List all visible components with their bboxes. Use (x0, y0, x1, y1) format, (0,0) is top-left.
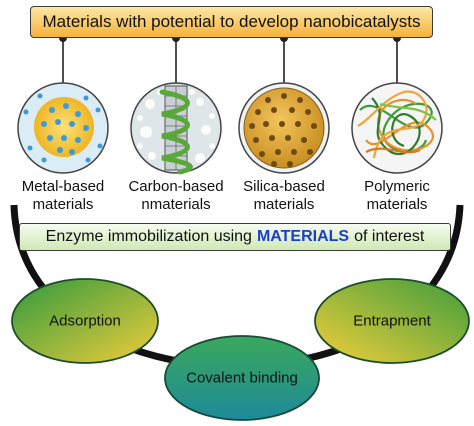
material-label-silica: Silica-based materials (228, 178, 340, 214)
material-label-metal: Metal-based materials (7, 178, 119, 214)
silica-sphere-icon (238, 82, 330, 174)
title-box: Materials with potential to develop nano… (30, 6, 433, 38)
banner-text-after: of interest (354, 228, 425, 245)
carbon-nanotube-icon (130, 82, 222, 175)
covalent-ellipse (164, 335, 320, 421)
material-label-line1: Polymeric (364, 178, 430, 195)
method-entrapment-label: Entrapment (353, 312, 431, 330)
connector-lines (62, 38, 398, 88)
banner-highlight: MATERIALS (256, 228, 350, 245)
material-label-line1: Silica-based (243, 178, 325, 195)
adsorption-ellipse (11, 278, 159, 364)
material-label-line2: materials (366, 196, 428, 213)
material-label-line2: materials (32, 196, 94, 213)
entrapment-ellipse (314, 278, 470, 364)
material-label-line2: nmaterials (141, 196, 211, 213)
material-label-carbon: Carbon-based nmaterials (120, 178, 232, 214)
metal-nanoparticle-icon (17, 82, 109, 174)
method-covalent-label: Covalent binding (186, 369, 298, 387)
banner-text-before: Enzyme immobilization using (45, 228, 252, 245)
polymer-network-icon (351, 82, 443, 174)
material-label-line1: Carbon-based (128, 178, 224, 195)
immobilization-banner: Enzyme immobilization using MATERIALS of… (19, 223, 451, 251)
material-label-polymer: Polymeric materials (341, 178, 453, 214)
material-label-line2: materials (253, 196, 315, 213)
title-text: Materials with potential to develop nano… (42, 12, 421, 31)
material-label-line1: Metal-based (21, 178, 105, 195)
method-adsorption-label: Adsorption (49, 312, 121, 330)
